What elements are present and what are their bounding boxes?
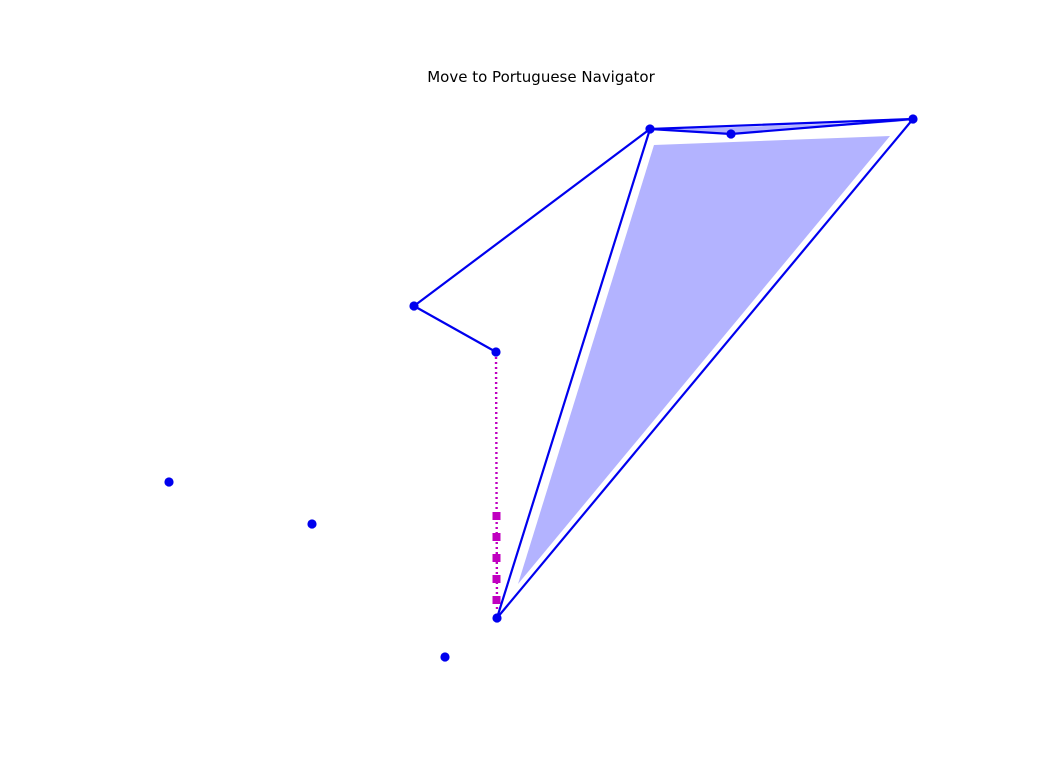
vertex-a	[645, 124, 655, 134]
edge-a-b	[648, 127, 733, 136]
edge-c-f	[495, 117, 915, 620]
move-marker-2	[492, 533, 501, 541]
edge-a-d	[412, 127, 652, 308]
edge-b-c	[729, 117, 915, 136]
vertex-h	[307, 519, 317, 529]
vertex-g	[164, 477, 174, 487]
diagram-title: Move to Portuguese Navigator	[427, 68, 655, 86]
vertex-e	[491, 347, 501, 357]
edge-d-e	[412, 304, 498, 354]
vertex-c	[908, 114, 918, 124]
move-marker-4	[492, 575, 501, 583]
edge-a-c	[648, 117, 915, 131]
vertex-d	[409, 301, 419, 311]
move-marker-1	[492, 512, 501, 520]
vertices	[164, 114, 918, 662]
shaded-regions	[518, 121, 908, 584]
move-marker-5	[492, 596, 501, 604]
move-dotted-line	[494, 351, 499, 613]
vertex-i	[440, 652, 450, 662]
move-path	[492, 351, 501, 613]
polygon-edges	[412, 117, 915, 620]
shaded-triangle	[518, 136, 890, 584]
vertex-b	[726, 129, 736, 139]
vertex-f	[492, 613, 502, 623]
move-marker-3	[492, 554, 501, 562]
edge-a-f	[495, 127, 652, 620]
